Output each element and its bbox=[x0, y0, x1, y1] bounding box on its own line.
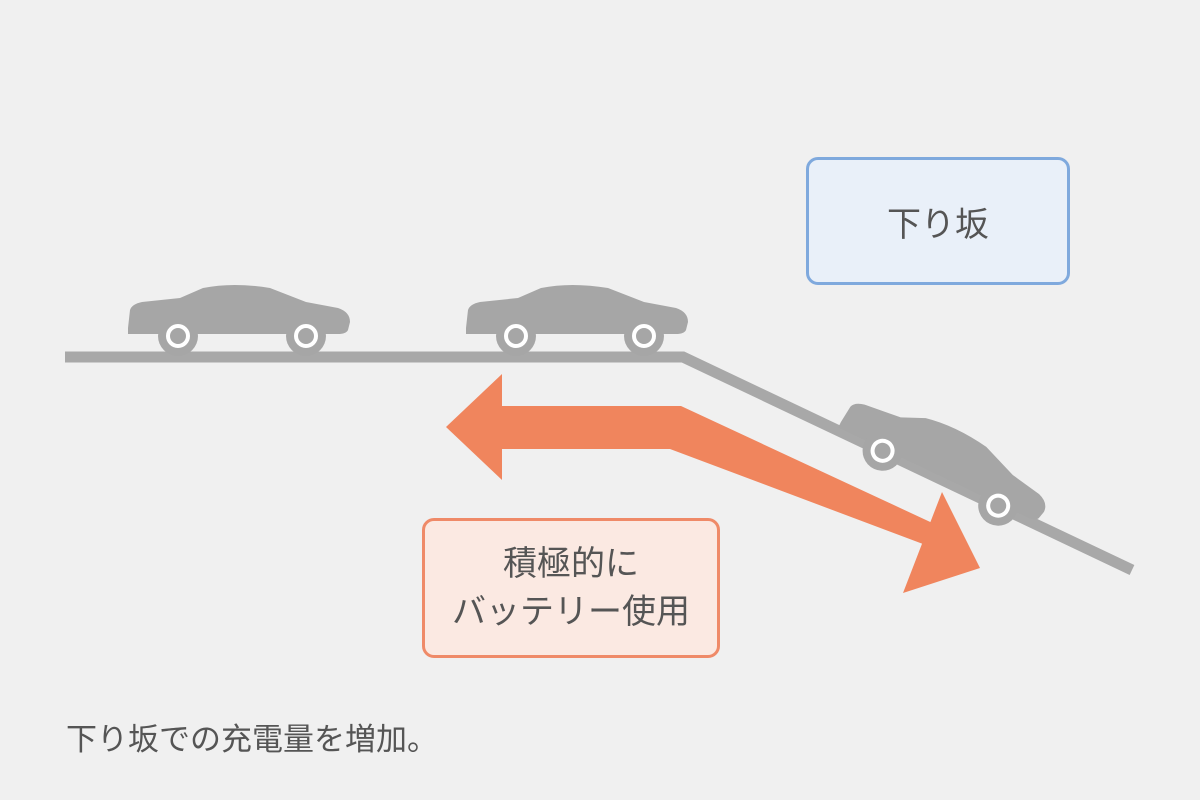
battery-label-line1: 積極的に bbox=[503, 544, 639, 584]
battery-label-box: 積極的に バッテリー使用 bbox=[422, 518, 720, 658]
battery-label-line2: バッテリー使用 bbox=[452, 592, 690, 632]
arrow-head-left bbox=[446, 374, 502, 480]
bent-double-arrow-icon bbox=[446, 374, 980, 593]
arrow-body bbox=[500, 406, 941, 547]
downhill-label: 下り坂 bbox=[887, 204, 989, 245]
arrow-head-right bbox=[903, 492, 980, 593]
car-icon bbox=[128, 285, 350, 356]
car-icon bbox=[466, 285, 688, 356]
caption: 下り坂での充電量を増加。 bbox=[66, 722, 438, 758]
downhill-label-box: 下り坂 bbox=[806, 157, 1070, 285]
car-icon bbox=[828, 383, 1060, 543]
